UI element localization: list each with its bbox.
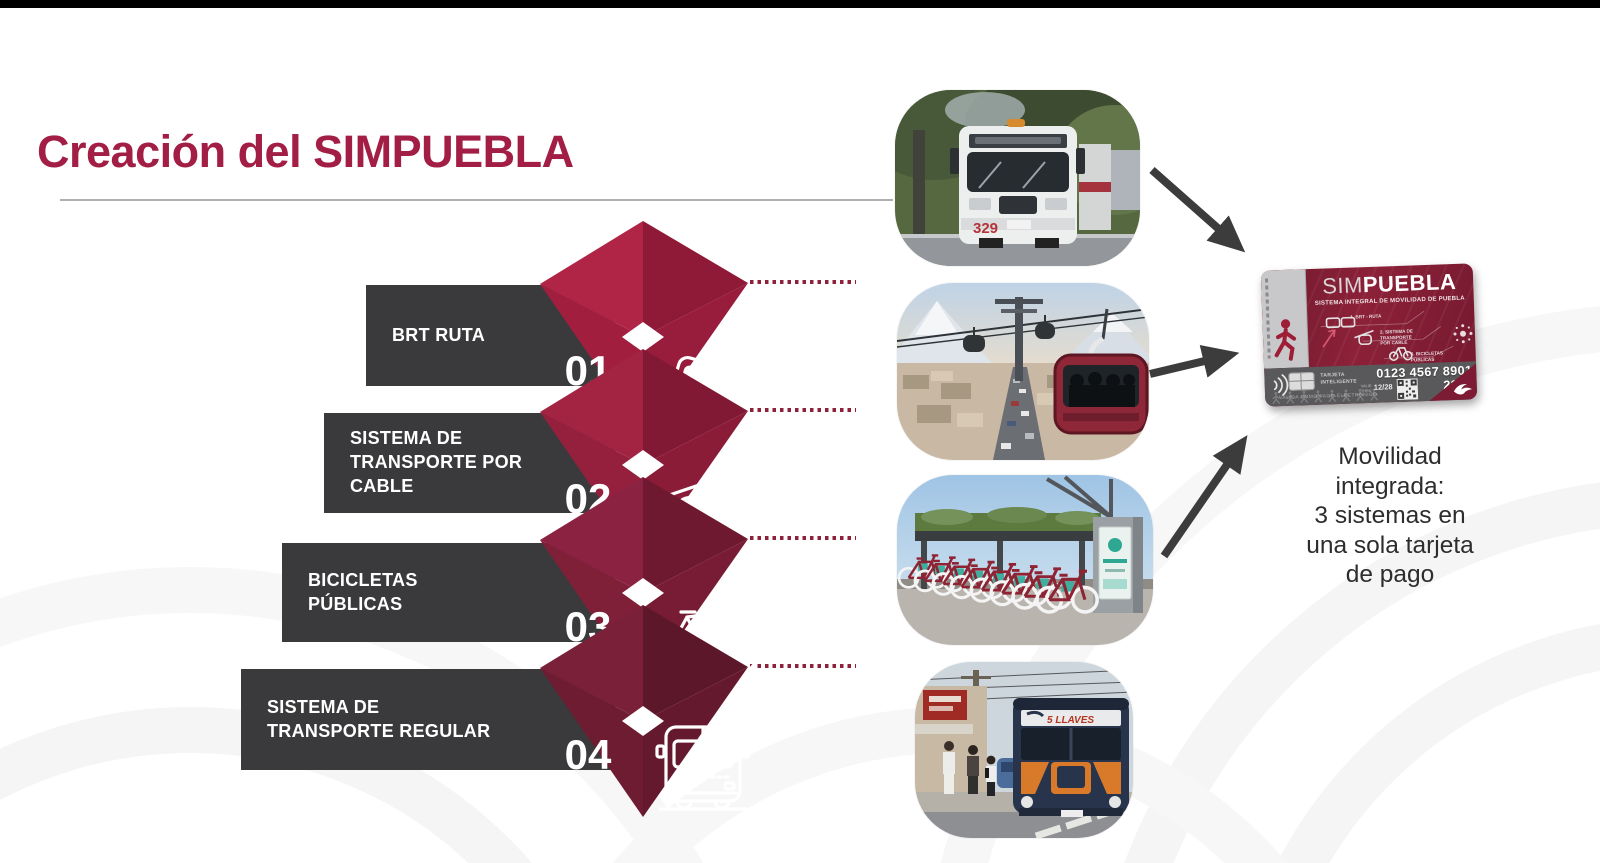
card-brand-puebla: PUEBLA <box>1362 268 1457 298</box>
card-left-strip <box>1260 269 1310 369</box>
bus-marquee-text: 5 LLAVES <box>1047 715 1094 726</box>
card-systems-diagram <box>1320 310 1473 361</box>
card-system-bikes: 3. BICICLETAS PÚBLICAS <box>1410 350 1444 363</box>
dotted-connector-3 <box>750 536 856 540</box>
step-number-4: 04 <box>565 731 612 778</box>
white-diamond-notch <box>622 322 664 352</box>
contactless-icon <box>1273 374 1289 396</box>
dotted-connector-4 <box>750 664 856 668</box>
regular-bus-photo: 5 LLAVES <box>915 662 1133 838</box>
dotted-connector-2 <box>750 408 856 412</box>
cable-car-photo <box>897 283 1149 460</box>
simpuebla-card: SIMPUEBLA SISTEMA INTEGRAL DE MOVILIDAD … <box>1260 263 1478 407</box>
bird-logo-icon <box>1453 384 1473 395</box>
pedestrian-icon <box>1274 319 1297 361</box>
white-diamond-notch <box>622 578 664 608</box>
qr-code <box>1396 378 1419 401</box>
integrated-mobility-caption: Movilidad integrada:3 sistemas en una so… <box>1283 413 1497 589</box>
caption-body: 3 sistemas en una sola tarjeta de pago <box>1306 502 1474 588</box>
brt-bus-photo: 329 <box>895 90 1140 266</box>
card-chip <box>1288 371 1315 391</box>
white-diamond-notch <box>622 706 664 736</box>
card-system-cable: 2. SISTEMA DE TRANSPORTE POR CABLE <box>1379 328 1413 347</box>
bus-front-icon <box>655 725 751 811</box>
dotted-connector-1 <box>750 280 856 284</box>
regular-bus: 5 LLAVES <box>1013 698 1129 817</box>
card-brand-sim: SIM <box>1321 272 1364 299</box>
public-bikes-photo <box>897 475 1153 645</box>
title-divider <box>60 199 893 201</box>
page-title: Creación del SIMPUEBLA <box>37 126 574 178</box>
card-chip-label: TARJETA INTELIGENTE <box>1320 371 1358 386</box>
pedestrians <box>943 741 996 796</box>
step-cube-stack: 01 02 <box>540 221 772 817</box>
top-black-bar <box>0 0 1600 8</box>
bus-route-number: 329 <box>973 220 998 237</box>
step-cube-4: 04 <box>540 605 751 817</box>
card-serial-strip <box>1264 278 1271 359</box>
white-diamond-notch <box>622 450 664 480</box>
caption-heading: Movilidad integrada: <box>1335 443 1445 500</box>
